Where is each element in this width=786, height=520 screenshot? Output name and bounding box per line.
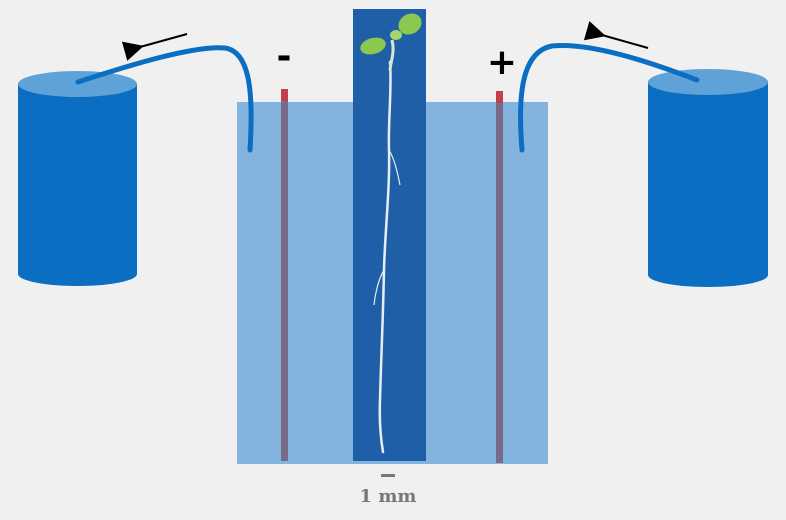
left-reservoir-icon [18,71,137,286]
positive-electrode [496,91,503,463]
left-tube [75,45,254,153]
primary-root [378,60,392,454]
hypocotyl [388,39,395,71]
right-tube [518,42,700,153]
right-flow-arrow-icon [583,21,649,49]
scale-bar [381,474,395,477]
cotyledon-right [398,13,422,35]
left-flow-arrow-icon [121,33,188,61]
cotyledon-inner [390,30,402,40]
positive-label: + [487,42,517,83]
negative-label: - [277,36,292,77]
cotyledon-left [360,37,386,55]
right-reservoir-icon [648,69,768,287]
scale-bar-label: 1 mm [360,486,417,507]
seedling-photo [353,9,426,461]
negative-electrode [281,89,288,461]
lateral-root [388,149,401,186]
lateral-root [373,269,385,306]
